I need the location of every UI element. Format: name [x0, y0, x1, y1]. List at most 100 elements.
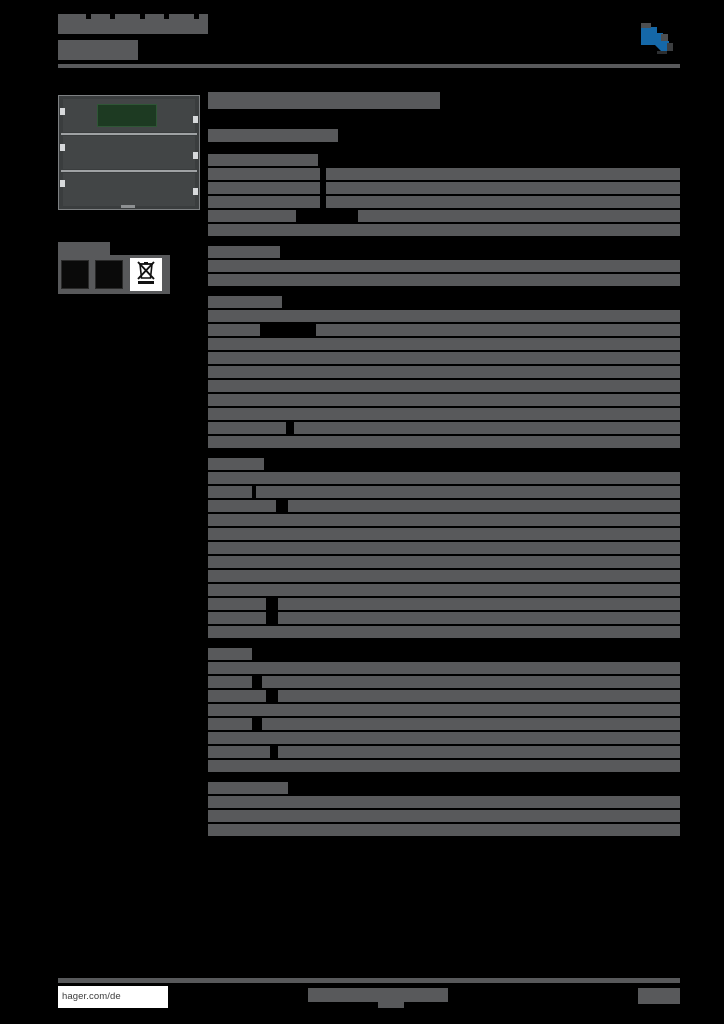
- header-divider: [58, 64, 680, 68]
- spec-value: [208, 436, 680, 448]
- spec-value: [208, 542, 680, 554]
- spec-value: [208, 528, 680, 540]
- spec-row: [208, 380, 680, 393]
- datasheet-body: [208, 92, 680, 846]
- spec-value: [262, 676, 680, 688]
- spec-row: [208, 746, 680, 759]
- spec-label: [208, 422, 286, 434]
- spec-row: [208, 352, 680, 365]
- spec-value: [262, 718, 680, 730]
- hager-logo: [637, 21, 681, 59]
- spec-value: [208, 514, 680, 526]
- section-heading: [208, 458, 264, 470]
- spec-row: [208, 260, 680, 273]
- datasheet-section: [208, 782, 680, 837]
- spec-row: [208, 366, 680, 379]
- section-heading: [208, 154, 318, 166]
- section-heading: [208, 648, 252, 660]
- spec-value: [208, 732, 680, 744]
- spec-row: [208, 760, 680, 773]
- spec-row: [208, 472, 680, 485]
- spec-row: [208, 274, 680, 287]
- spec-value: [208, 310, 680, 322]
- spec-row: [208, 796, 680, 809]
- spec-value: [208, 760, 680, 772]
- spec-value: [208, 224, 680, 236]
- spec-row: [208, 224, 680, 237]
- spec-value: [208, 796, 680, 808]
- spec-row: [208, 704, 680, 717]
- section-heading: [208, 782, 288, 794]
- spec-label: [208, 486, 252, 498]
- spec-row: [208, 422, 680, 435]
- spec-row: [208, 486, 680, 499]
- spec-value: [278, 612, 680, 624]
- spec-row: [208, 662, 680, 675]
- spec-value: [294, 422, 680, 434]
- spec-value: [208, 556, 680, 568]
- spec-value: [256, 486, 680, 498]
- spec-value: [208, 472, 680, 484]
- section-heading: [208, 296, 282, 308]
- spec-value: [316, 324, 680, 336]
- spec-row: [208, 338, 680, 351]
- spec-label: [208, 746, 270, 758]
- spec-label: [208, 612, 266, 624]
- spec-label: [208, 210, 296, 222]
- datasheet-subtitle: [208, 129, 338, 142]
- spec-row: [208, 394, 680, 407]
- spec-value: [208, 824, 680, 836]
- spec-label: [208, 598, 266, 610]
- datasheet-title: [208, 92, 440, 109]
- spec-row: [208, 182, 680, 195]
- spec-label: [208, 690, 266, 702]
- device-display: [97, 104, 157, 127]
- spec-value: [208, 626, 680, 638]
- spec-row: [208, 500, 680, 513]
- spec-row: [208, 556, 680, 569]
- spec-label: [208, 168, 320, 180]
- spec-row: [208, 514, 680, 527]
- spec-row: [208, 310, 680, 323]
- spec-row: [208, 542, 680, 555]
- spec-value: [208, 352, 680, 364]
- page-header: [58, 14, 680, 66]
- footer-divider: [58, 978, 680, 983]
- datasheet-section: [208, 458, 680, 639]
- footer-page-number: [638, 988, 680, 1004]
- datasheet-section: [208, 154, 680, 237]
- page-footer: hager.com/de: [58, 978, 680, 1008]
- mark-icon: [95, 260, 123, 289]
- spec-value: [326, 196, 680, 208]
- product-photo: [58, 95, 200, 210]
- spec-label: [208, 500, 276, 512]
- footer-center-text: [308, 988, 448, 1002]
- page-title-line-1: [58, 14, 208, 34]
- spec-value: [278, 690, 680, 702]
- left-column: [58, 95, 200, 210]
- spec-row: [208, 570, 680, 583]
- spec-label: [208, 718, 252, 730]
- spec-row: [208, 676, 680, 689]
- spec-value: [208, 584, 680, 596]
- spec-row: [208, 168, 680, 181]
- spec-label: [208, 324, 260, 336]
- spec-row: [208, 810, 680, 823]
- spec-value: [208, 274, 680, 286]
- section-heading: [208, 246, 280, 258]
- datasheet-section: [208, 296, 680, 449]
- spec-row: [208, 210, 680, 223]
- spec-row: [208, 528, 680, 541]
- spec-row: [208, 196, 680, 209]
- spec-value: [208, 408, 680, 420]
- footer-url[interactable]: hager.com/de: [58, 986, 168, 1008]
- spec-row: [208, 690, 680, 703]
- spec-row: [208, 718, 680, 731]
- spec-value: [326, 168, 680, 180]
- spec-row: [208, 436, 680, 449]
- spec-value: [278, 598, 680, 610]
- mark-icon: [61, 260, 89, 289]
- spec-label: [208, 196, 320, 208]
- spec-value: [208, 662, 680, 674]
